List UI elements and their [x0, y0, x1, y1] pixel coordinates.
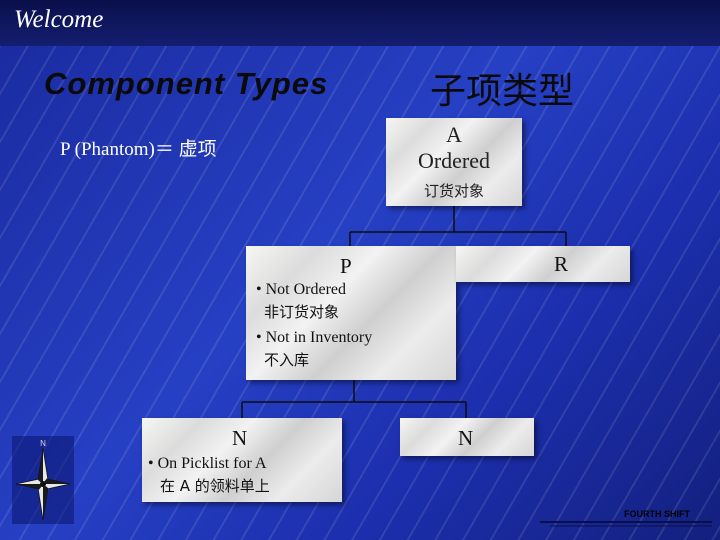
node-n2-label: N — [458, 426, 474, 450]
header-bar — [0, 0, 720, 46]
node-p-phantom: P • Not Ordered 非订货对象 • Not in Inventory… — [246, 246, 456, 380]
node-r-label: R — [554, 252, 569, 276]
welcome-label: Welcome — [14, 6, 104, 33]
node-n-picklist: N • On Picklist for A 在 A 的领料单上 — [142, 418, 342, 502]
logo-text: FOURTH SHIFT — [624, 509, 690, 519]
node-n1-item: 在 A 的领料单上 — [160, 477, 270, 495]
node-r: R — [456, 246, 630, 282]
title-chinese: 子项类型 — [430, 71, 575, 112]
node-n: N — [400, 418, 534, 456]
compass-rose-icon: N — [12, 436, 74, 524]
node-p-item: • Not in Inventory — [256, 329, 373, 346]
phantom-definition: P (Phantom)＝ 虚项 — [60, 139, 217, 160]
node-n1-item: • On Picklist for A — [148, 455, 267, 472]
node-a-label: A — [446, 122, 462, 147]
node-p-label: P — [340, 254, 352, 278]
node-a-ordered: A Ordered 订货对象 — [386, 118, 522, 206]
title-english: Component Types — [44, 66, 329, 101]
node-p-item: 不入库 — [264, 351, 310, 369]
node-a-status: Ordered — [417, 148, 491, 173]
node-n1-label: N — [232, 426, 248, 450]
node-p-item: 非订货对象 — [264, 303, 340, 321]
company-logo — [540, 521, 712, 527]
node-a-status-cn: 订货对象 — [423, 182, 484, 200]
svg-text:N: N — [40, 439, 46, 448]
node-p-item: • Not Ordered — [256, 281, 347, 298]
